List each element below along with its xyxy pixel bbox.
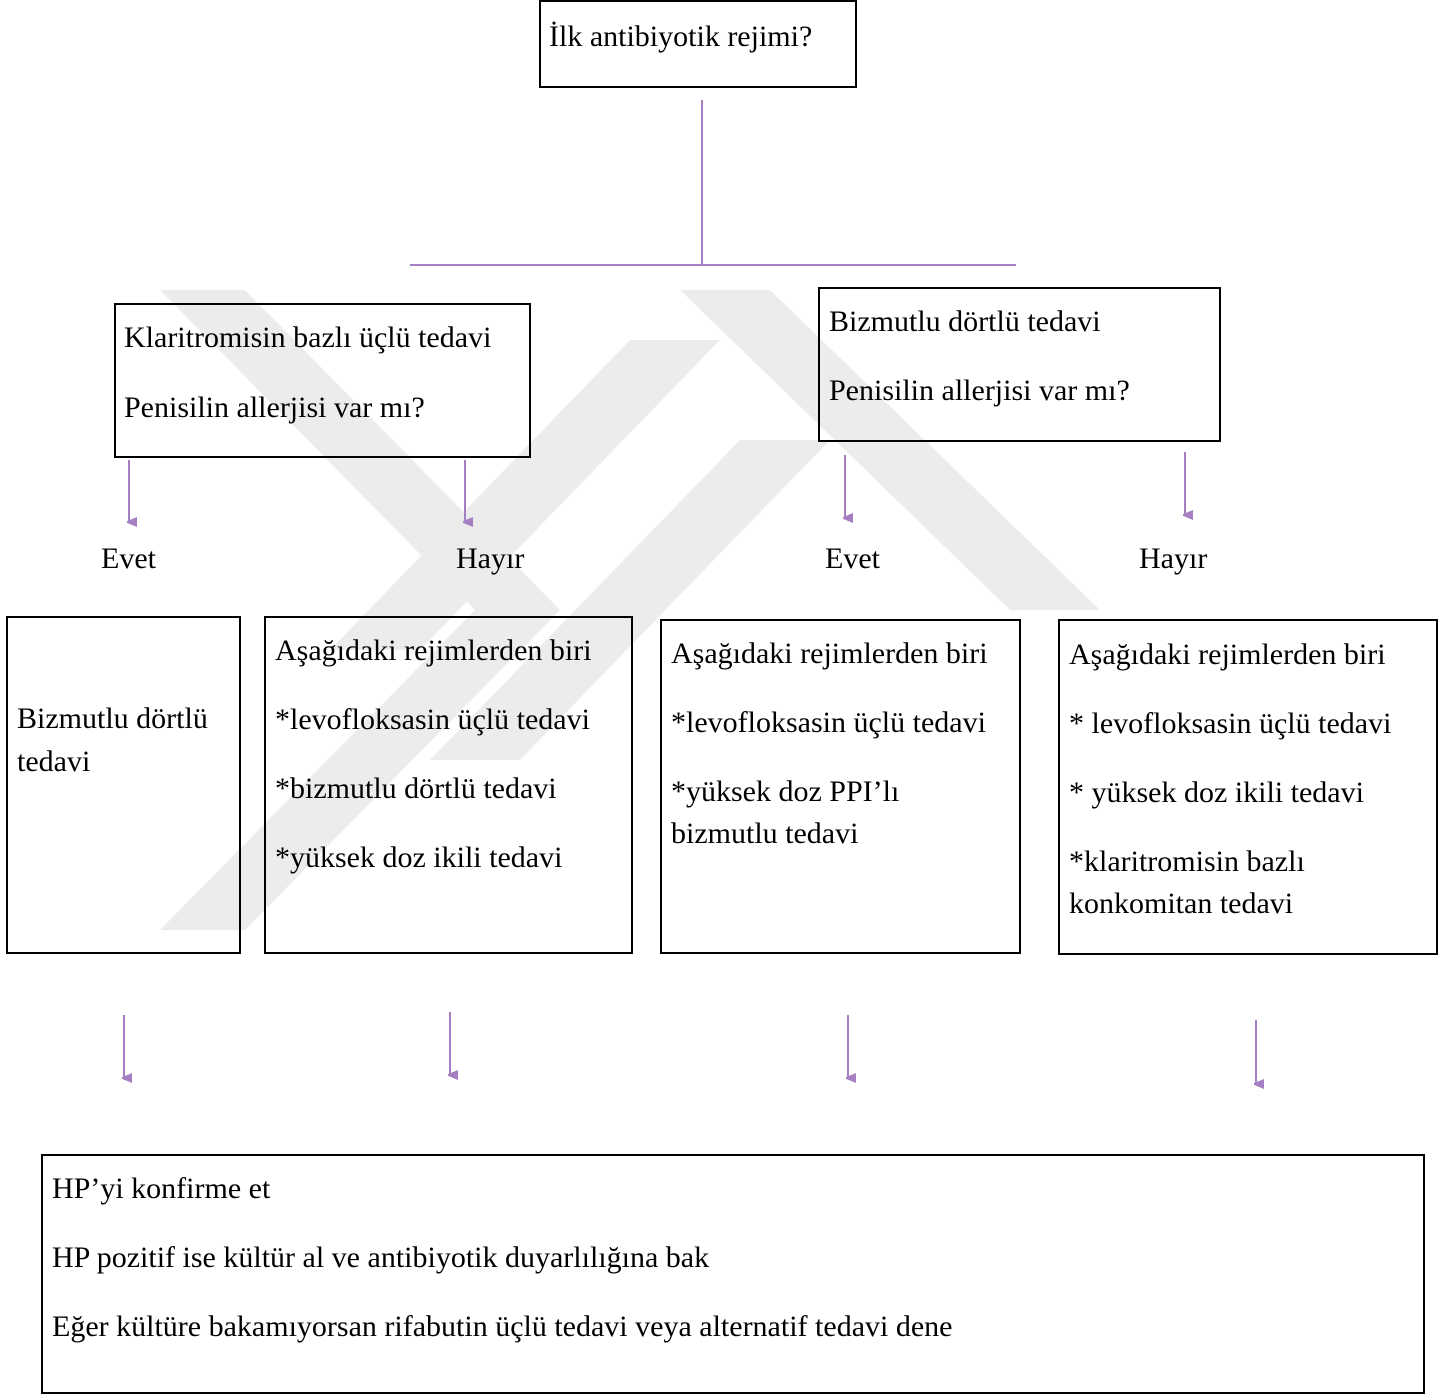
answer-hayir-right: Hayır — [1139, 542, 1208, 575]
outcome3-line-2: *levofloksasin üçlü tedavi — [671, 706, 986, 739]
bismuth-box: Bizmutlu dörtlü tedavi Penisilin allerji… — [818, 287, 1221, 442]
outcome4-line-4: *klaritromisin bazlı — [1069, 845, 1305, 878]
outcome4-line-5: konkomitan tedavi — [1069, 887, 1294, 920]
root-question: İlk antibiyotik rejimi? — [549, 20, 813, 53]
clarithromycin-question: Penisilin allerjisi var mı? — [124, 391, 425, 424]
bismuth-question: Penisilin allerjisi var mı? — [829, 374, 1130, 407]
outcome3-line-1: Aşağıdaki rejimlerden biri — [671, 637, 988, 670]
answer-hayir-left: Hayır — [456, 542, 525, 575]
outcome-box-2: Aşağıdaki rejimlerden biri *levofloksasi… — [264, 616, 633, 954]
outcome2-line-3: *bizmutlu dörtlü tedavi — [275, 772, 557, 805]
bismuth-title: Bizmutlu dörtlü tedavi — [829, 305, 1101, 338]
outcome2-line-1: Aşağıdaki rejimlerden biri — [275, 634, 592, 667]
outcome4-line-1: Aşağıdaki rejimlerden biri — [1069, 638, 1386, 671]
outcome1-line-1: Bizmutlu dörtlü — [17, 702, 208, 735]
final-step-box: HP’yi konfirme et HP pozitif ise kültür … — [41, 1154, 1425, 1394]
outcome2-line-4: *yüksek doz ikili tedavi — [275, 841, 563, 874]
outcome3-line-4: bizmutlu tedavi — [671, 817, 859, 850]
answer-evet-right: Evet — [825, 542, 880, 575]
clarithromycin-box: Klaritromisin bazlı üçlü tedavi Penisili… — [114, 303, 531, 458]
root-question-box: İlk antibiyotik rejimi? — [539, 0, 857, 88]
answer-evet-left: Evet — [101, 542, 156, 575]
outcome4-line-2: * levofloksasin üçlü tedavi — [1069, 707, 1392, 740]
outcome3-line-3: *yüksek doz PPI’lı — [671, 775, 900, 808]
outcome-box-1: Bizmutlu dörtlü tedavi — [6, 616, 241, 954]
final-line-1: HP’yi konfirme et — [52, 1172, 271, 1205]
outcome1-line-2: tedavi — [17, 745, 91, 778]
outcome-box-4: Aşağıdaki rejimlerden biri * levofloksas… — [1058, 619, 1438, 955]
outcome4-line-3: * yüksek doz ikili tedavi — [1069, 776, 1364, 809]
final-line-2: HP pozitif ise kültür al ve antibiyotik … — [52, 1241, 710, 1274]
outcome2-line-2: *levofloksasin üçlü tedavi — [275, 703, 590, 736]
clarithromycin-title: Klaritromisin bazlı üçlü tedavi — [124, 321, 492, 354]
outcome-box-3: Aşağıdaki rejimlerden biri *levofloksasi… — [660, 619, 1021, 954]
final-line-3: Eğer kültüre bakamıyorsan rifabutin üçlü… — [52, 1310, 953, 1343]
